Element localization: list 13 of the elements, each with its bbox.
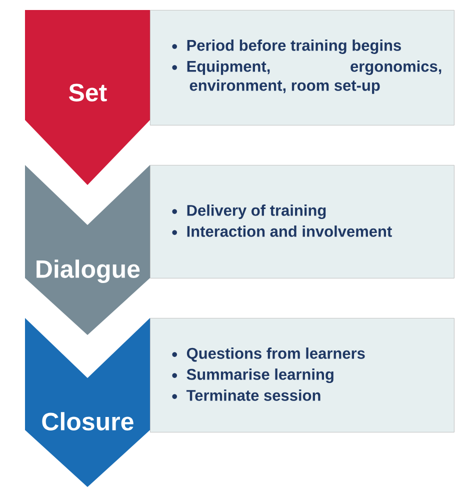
stage-banner: Closure bbox=[25, 318, 150, 487]
bullet-item: Terminate session bbox=[186, 390, 320, 401]
bullet-item: Interaction and involvement bbox=[187, 226, 392, 237]
bullet-item: Summarise learning bbox=[186, 368, 334, 384]
text-box bbox=[150, 10, 454, 126]
bullet-item: Questions from learners bbox=[186, 348, 365, 362]
bullet-item: Period before training begins bbox=[187, 39, 401, 54]
stage-banner: Dialogue bbox=[25, 165, 150, 335]
bullet-item: Delivery of training bbox=[187, 204, 326, 220]
text-box bbox=[150, 165, 454, 278]
stage-banner: Set bbox=[25, 10, 150, 185]
bullet-item: Equipment, ergonomics, environment, room set-up bbox=[187, 60, 442, 94]
text-box bbox=[150, 318, 454, 432]
